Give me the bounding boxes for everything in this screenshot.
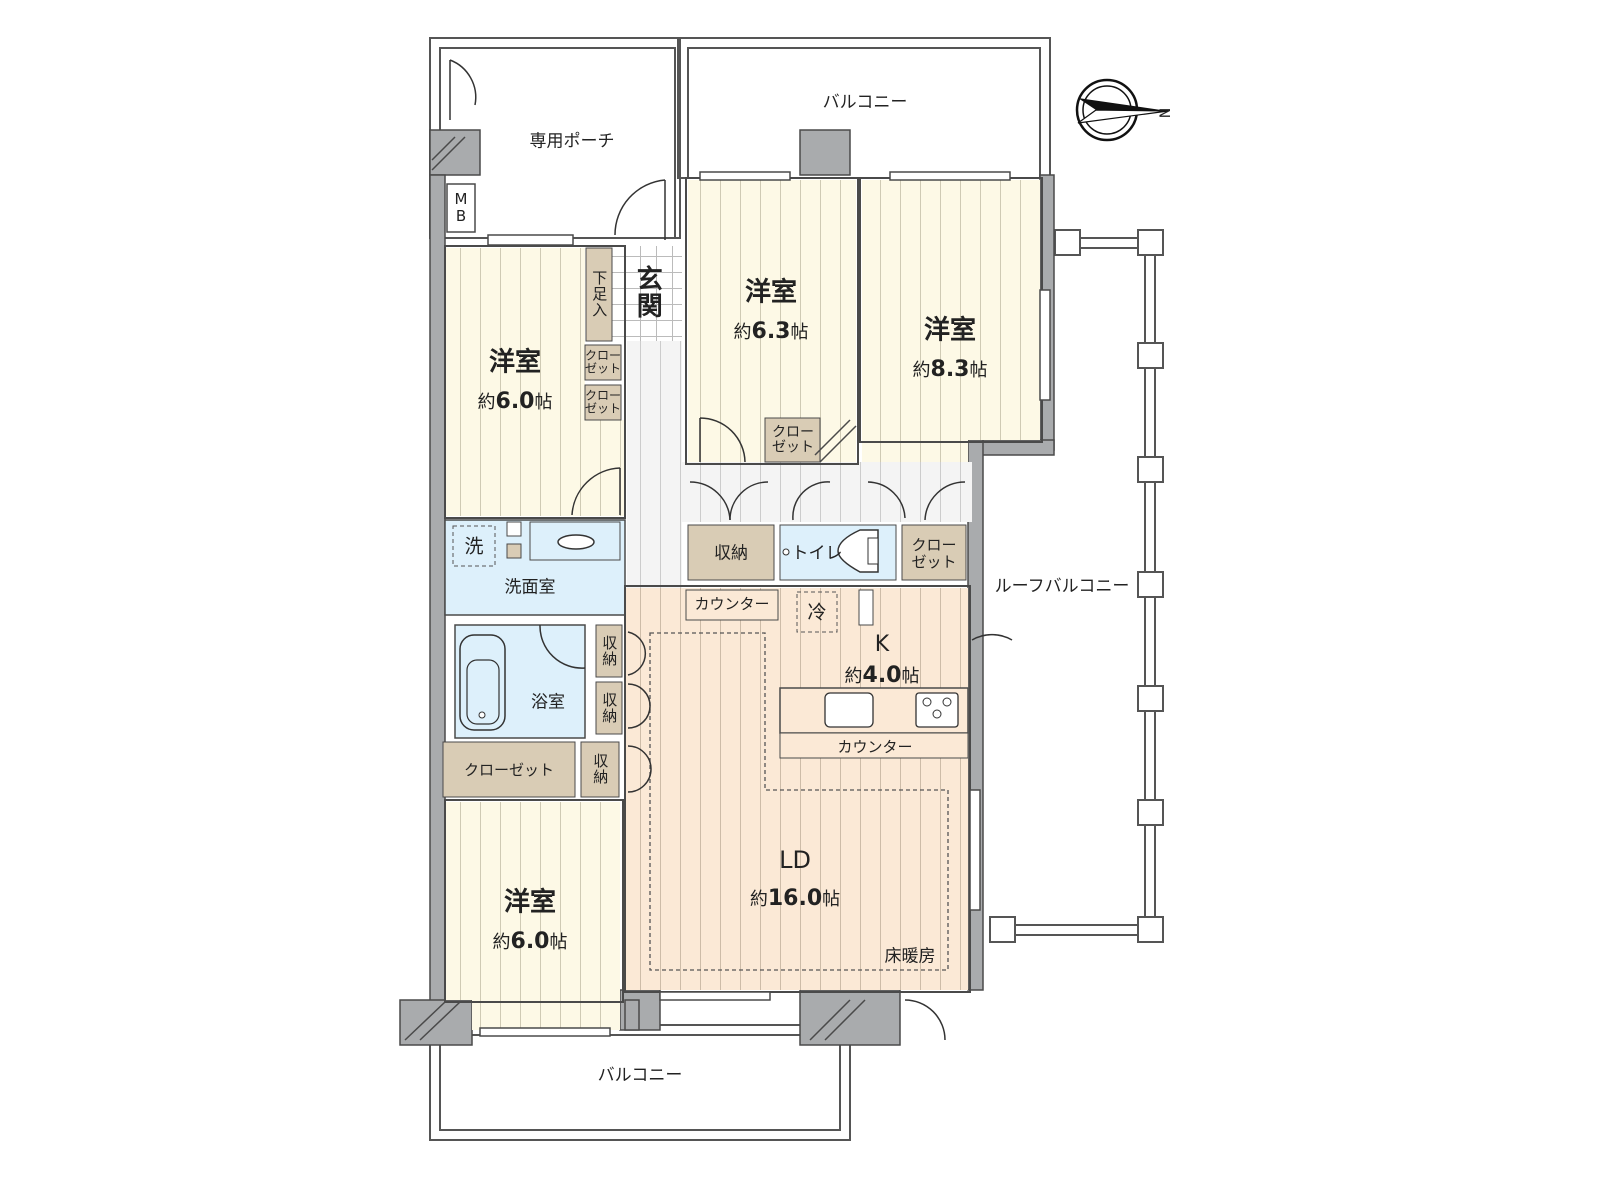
area-value: 6.0 bbox=[495, 388, 535, 414]
kitchen-sink-icon bbox=[824, 692, 874, 728]
washer-space bbox=[452, 525, 496, 567]
closet-nw-1-label: クロー ゼット bbox=[584, 348, 622, 375]
closet-hall bbox=[901, 524, 967, 581]
area-prefix: 約 bbox=[492, 931, 511, 953]
closet-wide-label: クローゼット bbox=[463, 760, 555, 779]
bathtub-inner bbox=[466, 659, 500, 725]
door-swings bbox=[449, 59, 1013, 1041]
sink-icon bbox=[557, 534, 595, 550]
compass-north-label: N bbox=[1155, 107, 1172, 119]
bedroom-sw-floor-2 bbox=[472, 1000, 620, 1030]
area-unit: 帖 bbox=[822, 888, 841, 910]
meter-box bbox=[446, 183, 476, 233]
wash-storage bbox=[506, 543, 522, 559]
balcony-bottom-label: バルコニー bbox=[597, 1065, 683, 1086]
storage-1 bbox=[595, 624, 623, 678]
area-value: 6.3 bbox=[751, 318, 791, 344]
bedroom-sw-floor bbox=[445, 802, 620, 1000]
closet-nw-1 bbox=[584, 344, 622, 381]
area-prefix: 約 bbox=[844, 665, 863, 687]
porch-label: 専用ポーチ bbox=[529, 131, 615, 152]
bedroom-n-center-name: 洋室 bbox=[744, 277, 798, 308]
washer-label: 洗 bbox=[464, 535, 484, 558]
toilet-label: トイレ bbox=[791, 543, 843, 564]
counter-upper-label: カウンター bbox=[694, 594, 770, 613]
area-value: 4.0 bbox=[862, 662, 902, 688]
area-prefix: 約 bbox=[733, 321, 752, 343]
living-dining-name: LD bbox=[779, 845, 811, 874]
storage-hall-label: 収納 bbox=[714, 543, 748, 564]
fridge-space bbox=[796, 591, 838, 633]
paper-holder-icon bbox=[782, 548, 790, 556]
counter-upper bbox=[685, 589, 779, 621]
storage-2 bbox=[595, 681, 623, 735]
kitchen-pillar bbox=[858, 589, 874, 626]
living-dining-area: 約16.0帖 bbox=[749, 885, 841, 911]
closet-n-center bbox=[764, 417, 821, 463]
toilet-icon bbox=[837, 529, 879, 573]
area-value: 8.3 bbox=[930, 356, 970, 382]
entrance-floor bbox=[612, 246, 682, 341]
area-prefix: 約 bbox=[749, 888, 768, 910]
closet-n-center-label: クロー ゼット bbox=[772, 424, 814, 455]
bedroom-nw-area: 約6.0帖 bbox=[477, 388, 553, 414]
area-unit: 帖 bbox=[901, 665, 920, 687]
area-unit: 帖 bbox=[969, 359, 988, 381]
washroom-label: 洗面室 bbox=[504, 577, 556, 598]
storage-2-label: 収納 bbox=[600, 692, 619, 724]
bedroom-n-center-floor bbox=[688, 180, 856, 462]
area-value: 6.0 bbox=[510, 928, 550, 954]
closet-nw-2 bbox=[584, 384, 622, 421]
bedroom-sw-area: 約6.0帖 bbox=[492, 928, 568, 954]
bathroom-label: 浴室 bbox=[531, 692, 565, 713]
kitchen-area: 約4.0帖 bbox=[844, 662, 920, 688]
hallway-floor-2 bbox=[682, 462, 972, 522]
windows bbox=[479, 171, 1051, 1037]
counter-kitchen-label: カウンター bbox=[837, 737, 913, 756]
closet-nw-2-label: クロー ゼット bbox=[584, 388, 622, 415]
storage-3-label: 収納 bbox=[591, 753, 610, 785]
fridge-label: 冷 bbox=[807, 601, 827, 624]
bedroom-nw-floor bbox=[445, 248, 585, 516]
floor-heating-boundary bbox=[649, 632, 949, 971]
bedroom-ne-floor bbox=[862, 180, 1040, 440]
bedroom-sw-name: 洋室 bbox=[503, 887, 557, 918]
meter-box-label: M B bbox=[454, 189, 468, 225]
kitchen-name: K bbox=[874, 631, 890, 657]
bedroom-ne-area: 約8.3帖 bbox=[912, 356, 988, 382]
entrance-label: 玄関 bbox=[632, 265, 663, 319]
area-value: 16.0 bbox=[767, 885, 823, 911]
storage-hall bbox=[687, 524, 775, 581]
roof-balcony-railing bbox=[989, 229, 1164, 943]
area-unit: 帖 bbox=[534, 391, 553, 413]
drain-icon bbox=[478, 711, 486, 719]
compass-icon bbox=[1075, 78, 1169, 142]
ldk-floor bbox=[625, 588, 968, 990]
closet-hall-label: クロー ゼット bbox=[911, 535, 957, 571]
storage-3 bbox=[580, 741, 620, 798]
area-prefix: 約 bbox=[912, 359, 931, 381]
balcony-top-label: バルコニー bbox=[822, 92, 908, 113]
hallway-floor bbox=[627, 341, 682, 631]
bedroom-nw-name: 洋室 bbox=[488, 347, 542, 378]
hatched-pillars bbox=[404, 136, 866, 1041]
storage-1-label: 収納 bbox=[600, 635, 619, 667]
closet-wide bbox=[442, 741, 576, 798]
bedroom-ne-name: 洋室 bbox=[923, 315, 977, 346]
counter-lower bbox=[779, 732, 969, 759]
roof-balcony-label: ルーフバルコニー bbox=[994, 576, 1130, 597]
area-unit: 帖 bbox=[549, 931, 568, 953]
bathtub-icon bbox=[459, 634, 506, 731]
wash-cabinet bbox=[506, 521, 522, 537]
shoe-storage bbox=[585, 247, 613, 342]
bedroom-ne-floor-2 bbox=[862, 440, 968, 462]
floor-heating-label: 床暖房 bbox=[884, 946, 936, 967]
bedroom-n-center-area: 約6.3帖 bbox=[733, 318, 809, 344]
area-prefix: 約 bbox=[477, 391, 496, 413]
shoe-storage-label: 下足入 bbox=[590, 270, 609, 318]
area-unit: 帖 bbox=[790, 321, 809, 343]
